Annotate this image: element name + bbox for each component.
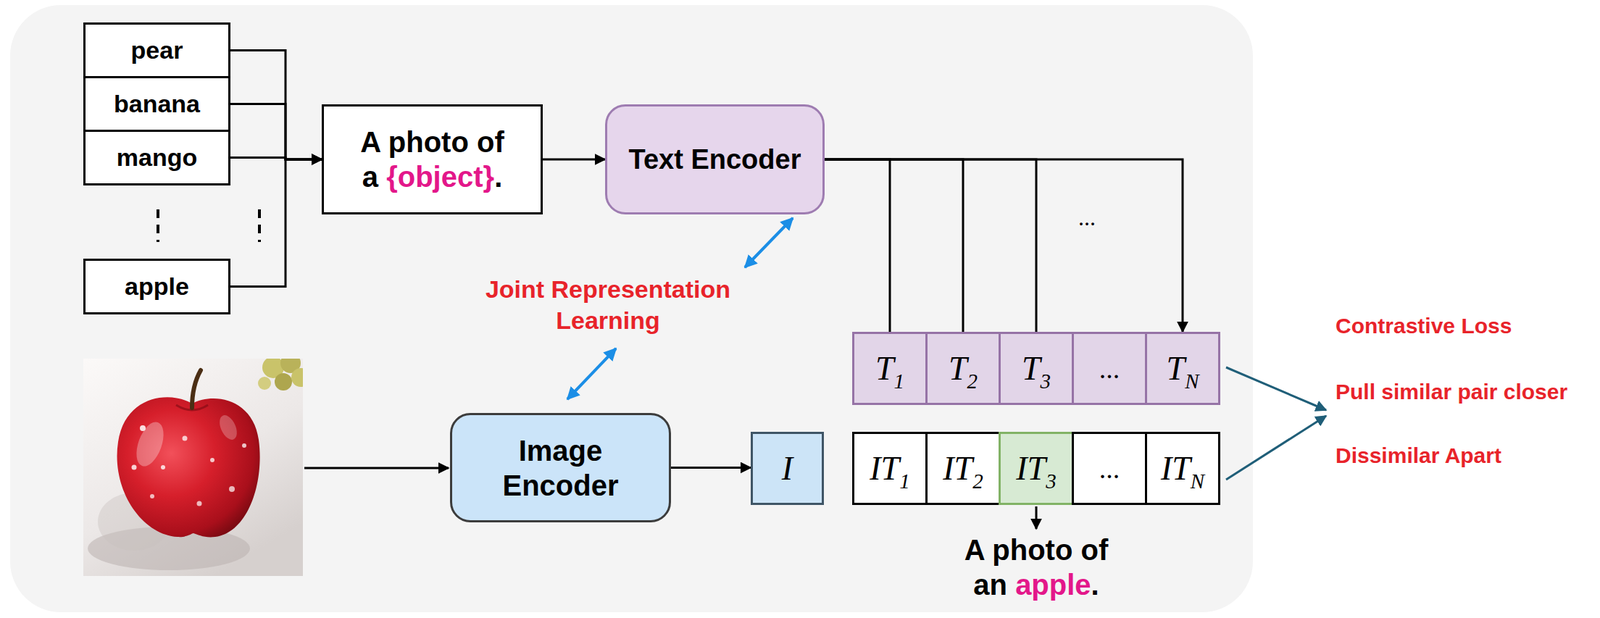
image-input-arrow	[304, 467, 449, 470]
node-text: T2	[948, 349, 978, 388]
node-label: mango	[116, 143, 198, 172]
node-text: ITN	[1160, 449, 1205, 488]
connector-arrow	[542, 158, 606, 161]
node-text: I	[781, 449, 793, 488]
node-label: IT	[942, 450, 973, 487]
connector-arrow	[230, 104, 322, 161]
node-text: pear	[131, 36, 184, 65]
word-box: apple	[83, 258, 231, 315]
node-text: banana	[113, 89, 200, 119]
connector-arrow	[824, 159, 1183, 332]
annotation-label: Joint Representation Learning	[470, 273, 746, 336]
node-text: IT3	[1015, 449, 1056, 488]
node-text: T3	[1021, 349, 1051, 388]
node-label: 2	[972, 469, 984, 493]
node-label: 3	[1045, 469, 1057, 493]
node-label: ...	[1099, 453, 1121, 485]
node-text: Text Encoder	[628, 144, 802, 176]
loss-arrow	[1226, 415, 1327, 480]
similarity-cell: ITN	[1144, 431, 1221, 506]
node-label: ...	[1099, 353, 1121, 385]
connector-arrow	[824, 159, 964, 332]
ellipsis-label: ...	[1065, 204, 1109, 232]
apple-photo	[83, 358, 303, 577]
node-label: Text Encoder	[628, 144, 802, 175]
node-text: ...	[1099, 352, 1121, 385]
joint-arrow	[567, 348, 616, 400]
loss-arrow	[1226, 367, 1327, 411]
node-label: apple	[124, 272, 190, 300]
node-text: TN	[1166, 349, 1200, 388]
image-encoder-box: Image Encoder	[450, 413, 672, 523]
match-arrow	[1035, 506, 1038, 529]
connector-arrow	[230, 50, 322, 161]
word-box: mango	[83, 129, 231, 186]
text-encoder-box: Text Encoder	[605, 104, 825, 215]
node-text: apple	[124, 272, 190, 301]
node-label: N	[1184, 369, 1199, 393]
node-text: ...	[1099, 452, 1121, 485]
ellipsis-mark	[156, 209, 160, 243]
node-text: Image Encoder	[481, 433, 640, 503]
node-label: T	[948, 350, 968, 387]
node-text: A photo of a{object}.	[352, 124, 512, 195]
node-label: IT	[1160, 450, 1191, 487]
connector-arrow	[824, 159, 1037, 332]
loss-note: Contrastive Loss	[1335, 313, 1512, 339]
node-label: IT	[1015, 450, 1046, 487]
node-label: T	[875, 350, 895, 387]
node-label: 2	[967, 369, 979, 393]
node-label: IT	[869, 450, 900, 487]
loss-note: Pull similar pair closer	[1335, 379, 1568, 405]
node-label: I	[781, 450, 793, 487]
text-embedding-cell: T2	[925, 331, 1001, 406]
node-label: .	[494, 160, 503, 193]
node-label: banana	[113, 89, 200, 118]
node-text: mango	[116, 143, 198, 172]
ellipsis-mark	[257, 209, 261, 243]
matched-caption: .	[1091, 568, 1100, 601]
word-box: banana	[83, 76, 231, 132]
node-label: 1	[894, 369, 906, 393]
node-label: pear	[131, 36, 184, 64]
node-label: T	[1166, 350, 1186, 387]
node-label: N	[1190, 469, 1205, 493]
background-panel	[10, 5, 1253, 613]
similarity-cell: IT1	[852, 431, 928, 506]
node-text: IT2	[942, 449, 983, 488]
word-box: pear	[83, 22, 231, 79]
connector-arrow	[230, 159, 322, 287]
text-embedding-cell: ...	[1071, 331, 1148, 406]
similarity-cell: IT2	[925, 431, 1001, 506]
connector-arrow	[671, 466, 751, 469]
node-label: {object}	[386, 160, 495, 193]
text-embedding-cell: TN	[1144, 331, 1221, 406]
similarity-cell: IT3	[998, 431, 1074, 506]
node-label: Image Encoder	[502, 434, 619, 502]
matched-caption: apple	[1015, 568, 1091, 601]
caption-group: A photo of anapple.	[952, 532, 1120, 603]
similarity-cell: ...	[1071, 431, 1148, 506]
text-embedding-cell: T3	[998, 331, 1074, 406]
node-label: 1	[899, 469, 911, 493]
node-label: 3	[1040, 369, 1052, 393]
node-label: T	[1021, 350, 1041, 387]
prompt-template-box: A photo of a{object}.	[321, 104, 543, 215]
joint-arrow	[744, 218, 793, 268]
loss-note: Dissimilar Apart	[1335, 443, 1502, 469]
node-text: T1	[875, 349, 905, 388]
connector-arrow	[824, 159, 890, 332]
image-embedding-cell: I	[750, 431, 824, 506]
text-embedding-cell: T1	[852, 331, 928, 406]
node-text: IT1	[869, 449, 910, 488]
